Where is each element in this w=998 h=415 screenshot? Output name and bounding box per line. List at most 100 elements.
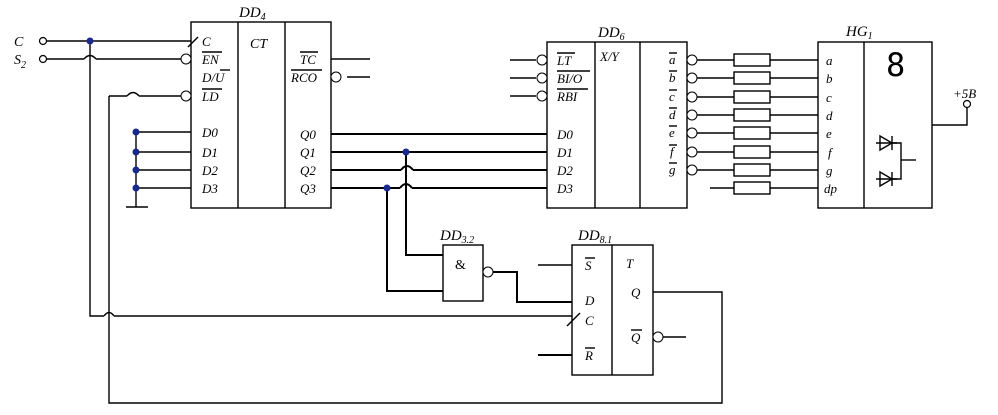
dd4-pin-d3: D3 [201, 181, 218, 196]
dd6-pin-lt: LT [556, 53, 572, 68]
resistor [733, 53, 771, 67]
dd4-pin-d0: D0 [201, 125, 218, 140]
dd6-pin-b: b [669, 70, 676, 85]
junction-dot [86, 37, 94, 45]
dd81-pin-s: S [585, 258, 592, 273]
dd4-rco-inverter [330, 71, 342, 83]
dd6-out-inverter [686, 72, 698, 84]
dd6-out-inverter [686, 109, 698, 121]
dd6-out-inverter [686, 164, 698, 176]
resistor [733, 90, 771, 104]
power-terminal: +5B [953, 86, 976, 109]
hg1-display: HG1 a b c d e f g dp 8 [817, 24, 933, 209]
dd6-lt-inverter [536, 54, 548, 66]
hg1-title: HG1 [845, 24, 873, 42]
dd32-output-inverter [482, 266, 494, 278]
dd4-clock-slash [187, 36, 199, 48]
dd6-out-inverter [686, 127, 698, 139]
diode-icon [876, 134, 916, 188]
dd6-pin-d2: D2 [556, 163, 573, 178]
dd4-counter: DD4 CT C EN D/U LD D0 D1 D2 D3 TC RCO Q0… [180, 5, 342, 209]
hg1-seg-d: d [826, 108, 833, 123]
input-s2-terminal [38, 54, 48, 64]
dd4-pin-q3: Q3 [300, 181, 316, 196]
dd4-pin-q1: Q1 [300, 145, 316, 160]
dd6-function: X/Y [599, 49, 621, 64]
dd6-pin-f: f [670, 144, 676, 159]
dd81-pin-c: C [585, 313, 594, 328]
resistor [733, 145, 771, 159]
dd4-pin-rco: RCO [290, 70, 318, 85]
junction-dot [132, 128, 140, 136]
junction-dot [132, 148, 140, 156]
dd6-pin-rbi: RBI [556, 89, 578, 104]
hg1-seg-f: f [828, 145, 834, 160]
input-terminals: C S2 [14, 35, 48, 71]
dd32-title: DD3.2 [439, 228, 474, 246]
seven-segment-digit-icon: 8 [886, 46, 905, 84]
resistor [733, 108, 771, 122]
dd6-pin-d0: D0 [556, 127, 573, 142]
resistor-array [733, 53, 771, 195]
dd6-pin-bio: BI/O [557, 71, 583, 86]
dd81-pin-q: Q [631, 285, 641, 300]
junction-dot [383, 184, 391, 192]
dd6-rbi-inverter [536, 90, 548, 102]
dd6-title: DD6 [597, 25, 625, 43]
dd4-title: DD4 [238, 5, 266, 23]
dd32-function: & [455, 258, 466, 273]
dd4-ld-inverter [180, 90, 192, 102]
wires [47, 40, 968, 404]
input-c-terminal [38, 36, 48, 46]
hg1-seg-c: c [826, 90, 832, 105]
dd6-out-inverter [686, 54, 698, 66]
junction-dots [86, 37, 410, 192]
junction-dot [402, 148, 410, 156]
dd4-pin-q0: Q0 [300, 127, 316, 142]
dd81-qbar-inverter [652, 331, 664, 343]
dd81-pin-qbar: Q [631, 330, 641, 345]
dd6-pin-d3: D3 [556, 181, 573, 196]
hg1-seg-a: a [826, 53, 833, 68]
dd32-and-gate: DD3.2 & [439, 228, 494, 302]
dd4-en-inverter [180, 53, 192, 65]
dd4-pin-ld: LD [201, 89, 219, 104]
dd6-out-inverter [686, 146, 698, 158]
hg1-seg-b: b [826, 71, 833, 86]
hg1-seg-dp: dp [824, 181, 838, 196]
dd4-pin-d1: D1 [201, 145, 218, 160]
dd6-out-inverter [686, 91, 698, 103]
input-s2-label: S2 [14, 53, 26, 71]
hg1-seg-e: e [826, 126, 832, 141]
dd4-pin-d2: D2 [201, 163, 218, 178]
resistor [733, 163, 771, 177]
power-label: +5B [953, 86, 976, 101]
dd81-clock-slash [566, 312, 581, 327]
dd4-pin-du: D/U [201, 70, 226, 85]
hg1-seg-g: g [826, 163, 833, 178]
dd6-pin-c: c [669, 89, 675, 104]
dd81-flip-flop: DD8.1 T S D C R Q Q [566, 228, 664, 376]
dd6-pin-d1: D1 [556, 145, 573, 160]
dd81-pin-r: R [584, 348, 593, 363]
junction-dot [132, 166, 140, 174]
dd4-function: CT [250, 37, 268, 52]
dd6-decoder: DD6 X/Y LT BI/O RBI D0 D1 D2 D3 a b c d … [536, 25, 698, 209]
dd4-pin-tc: TC [300, 52, 316, 67]
resistor [733, 181, 771, 195]
dd6-pin-a: a [669, 52, 676, 67]
dd6-pin-d: d [669, 107, 676, 122]
input-c-label: C [14, 35, 24, 50]
dd6-pin-g: g [669, 162, 676, 177]
dd4-pin-c: C [202, 34, 211, 49]
dd81-function: T [626, 256, 634, 271]
dd4-pin-q2: Q2 [300, 163, 316, 178]
dd4-pin-en: EN [201, 52, 220, 67]
resistor [733, 126, 771, 140]
dd6-pin-e: e [669, 125, 675, 140]
junction-dot [132, 184, 140, 192]
dd81-title: DD8.1 [577, 228, 612, 246]
power-terminal-pin [962, 99, 972, 109]
dd6-bio-inverter [536, 72, 548, 84]
